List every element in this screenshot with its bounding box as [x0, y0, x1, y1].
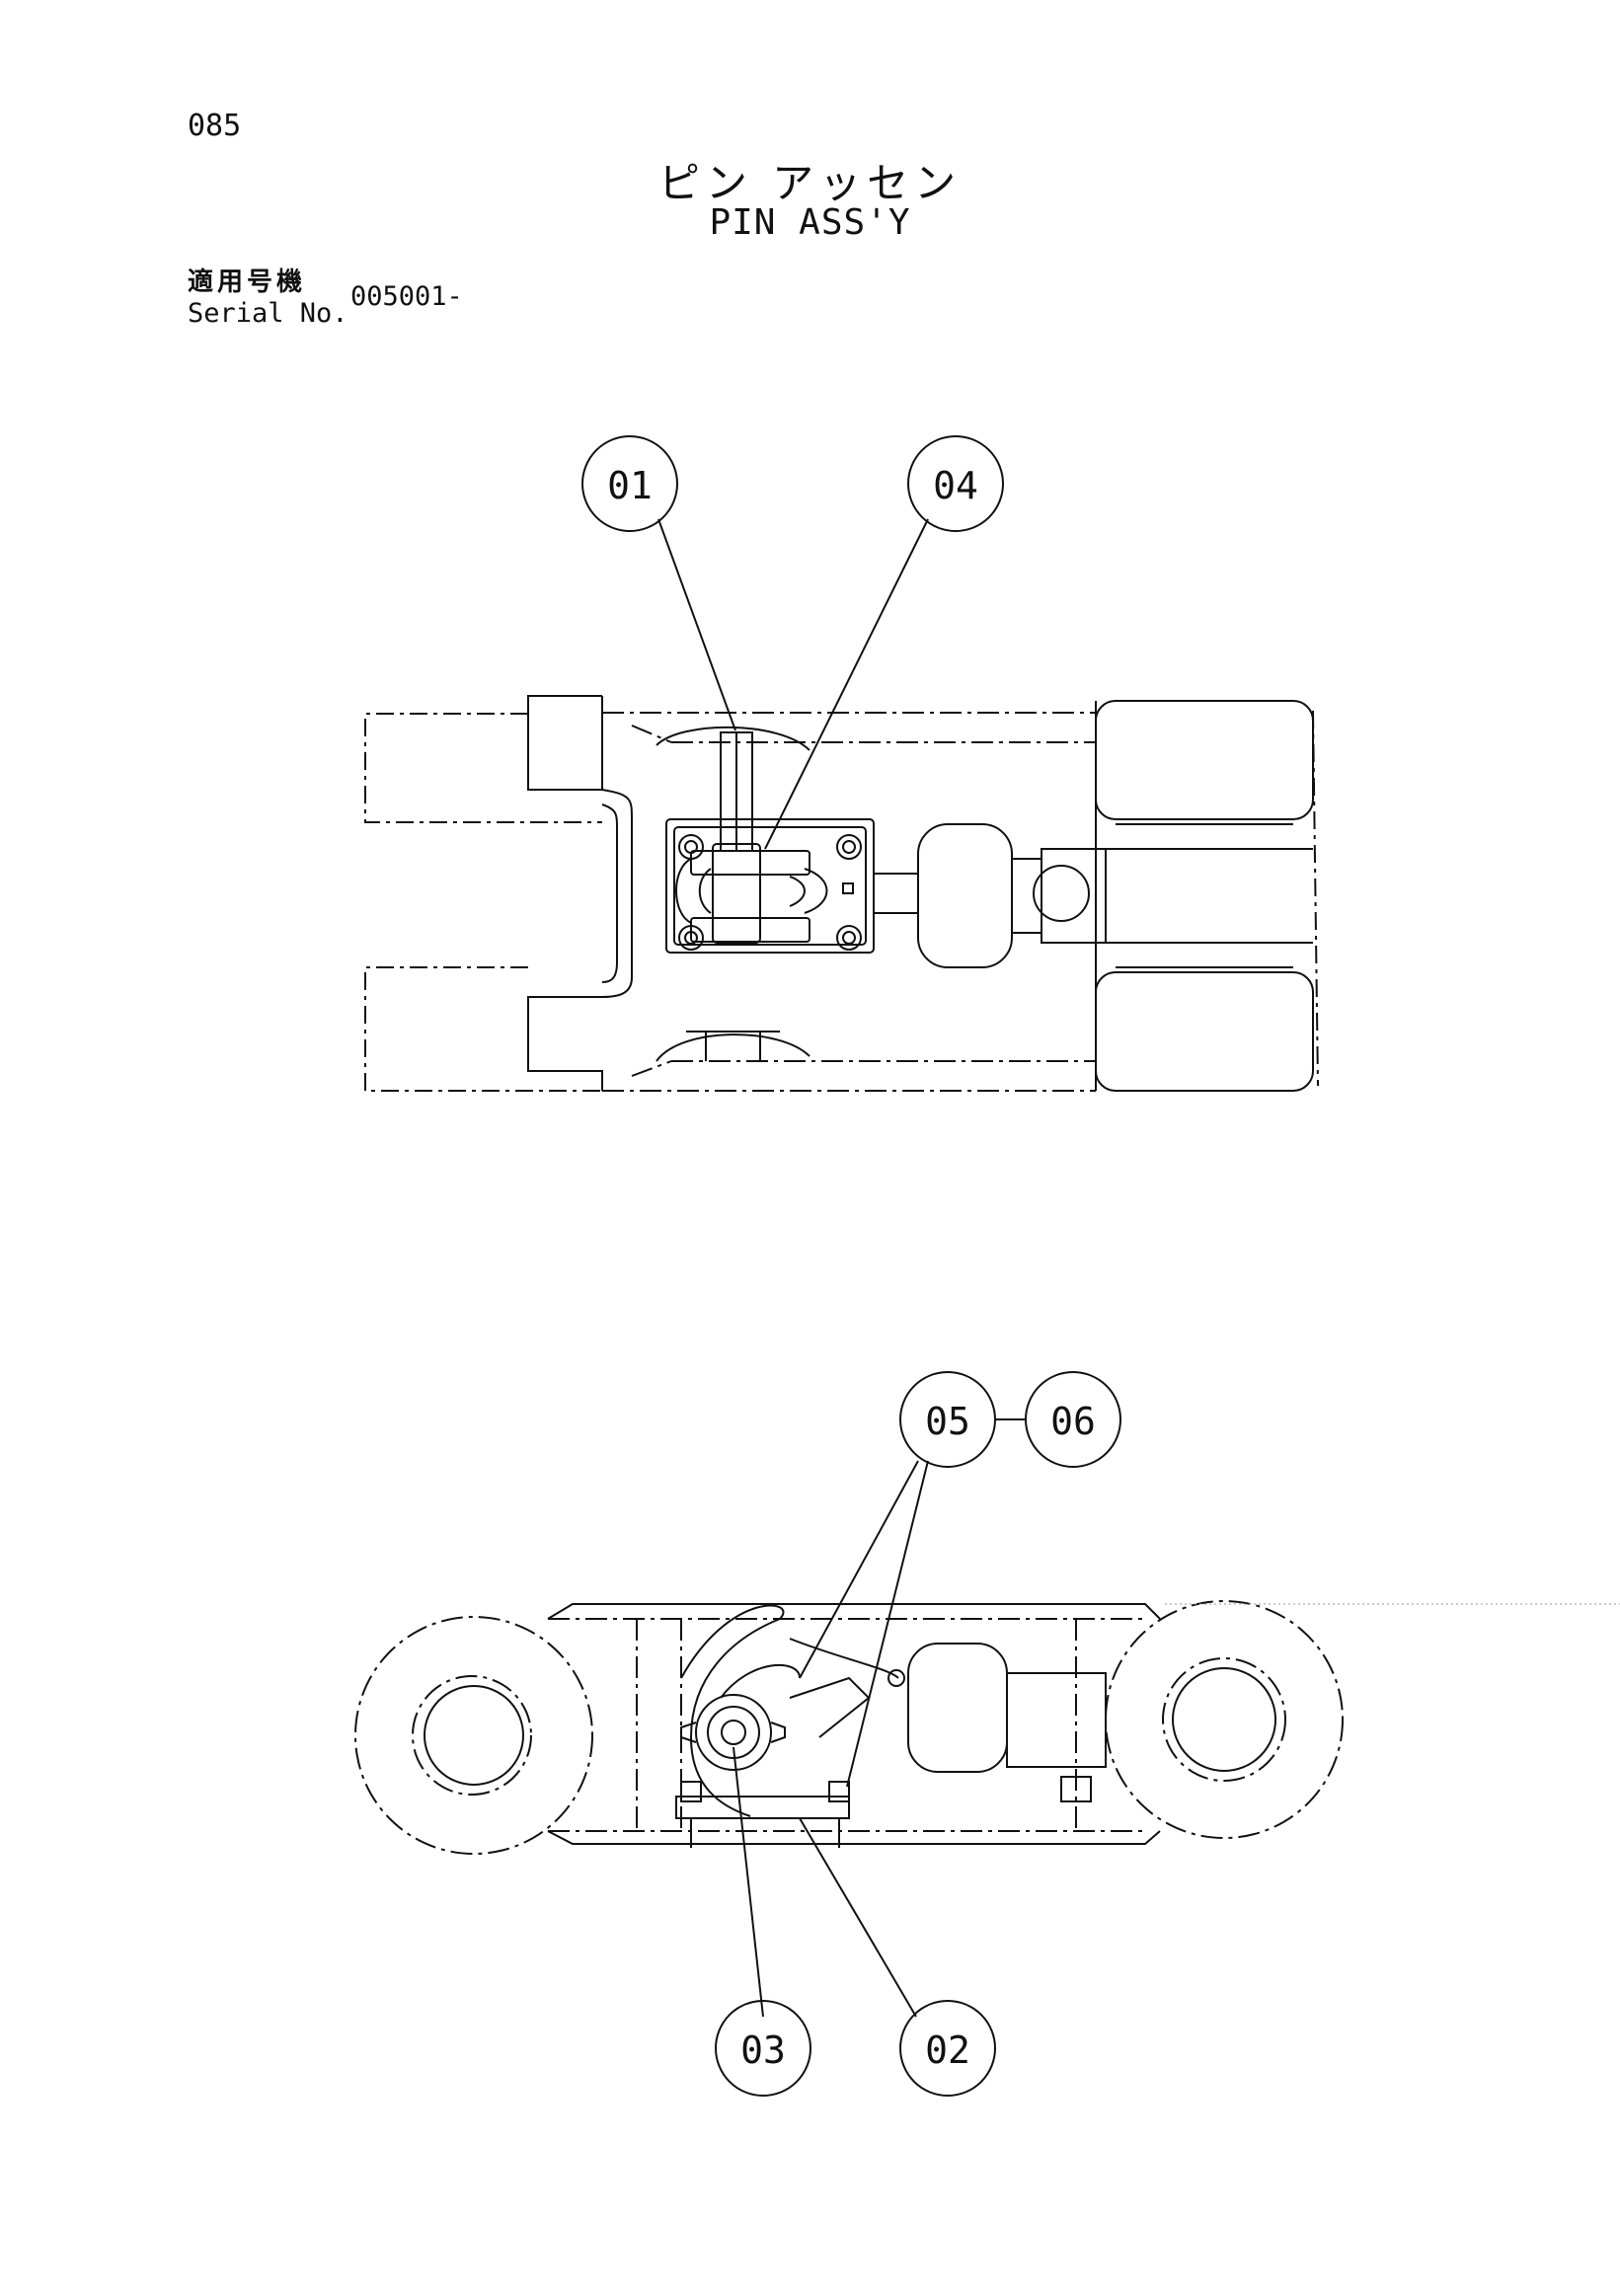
callout-circle-05 [899, 1371, 996, 1468]
serial-number-value: 005001- [350, 281, 463, 312]
callout-label-05: 05 [925, 1400, 970, 1443]
callout-circle-01 [581, 435, 678, 532]
callout-circle-06 [1025, 1371, 1121, 1468]
serial-label-japanese: 適用号機 [188, 268, 307, 297]
callout-label-04: 04 [933, 464, 978, 507]
serial-label-english: Serial No. [188, 298, 348, 329]
side-view-drawing [354, 1600, 1344, 1855]
page-number: 085 [188, 109, 242, 143]
page-title-japanese: ピン アッセン [657, 159, 963, 207]
page-title-english: PIN ASS'Y [709, 202, 911, 243]
callout-circle-02 [899, 2000, 996, 2097]
callout-circle-04 [907, 435, 1004, 532]
top-view-drawing [364, 695, 1319, 1092]
callout-label-06: 06 [1050, 1400, 1096, 1443]
callout-label-01: 01 [607, 464, 653, 507]
callout-label-03: 03 [740, 2028, 786, 2072]
callout-circle-03 [715, 2000, 811, 2097]
callout-label-02: 02 [925, 2028, 970, 2072]
